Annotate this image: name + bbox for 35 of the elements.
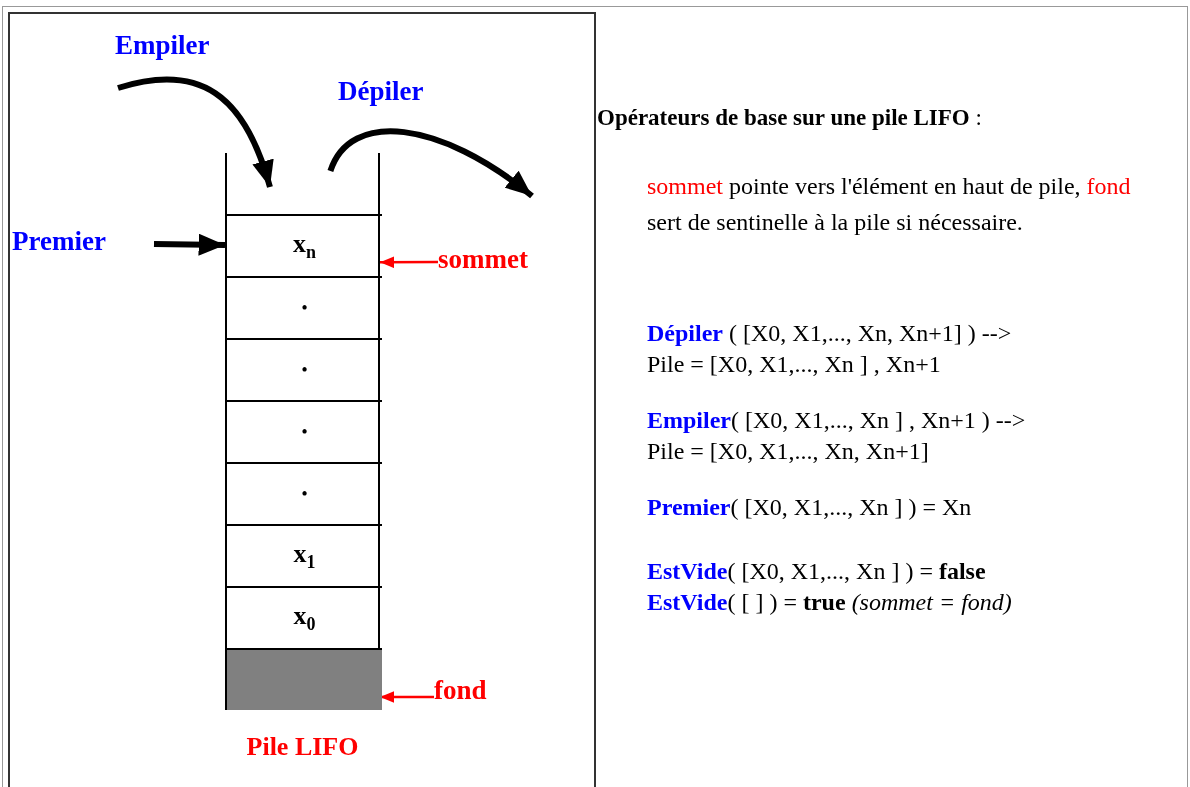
stack-caption: Pile LIFO <box>245 732 360 762</box>
text-line: pointe vers l'élément en haut de pile, <box>729 173 1081 199</box>
text-line: ( [X0, X1,..., Xn ] , Xn+1 ) --> <box>731 407 1026 433</box>
arrow <box>380 256 438 269</box>
stack-cell: • <box>227 462 382 524</box>
keyword: sommet <box>647 173 723 199</box>
text-line: ( [ ] ) = true (sommet = fond) <box>727 589 1012 615</box>
arrow <box>117 76 273 188</box>
keyword: fond <box>1086 173 1131 199</box>
text-line: ( [X0, X1,..., Xn, Xn+1] ) --> <box>729 320 1012 346</box>
pointer-label: sommet <box>438 244 574 280</box>
stack-cell: • <box>227 276 382 338</box>
pointer-label: fond <box>434 675 508 715</box>
edge-label: Dépiler <box>338 76 424 107</box>
arrow <box>327 128 534 199</box>
text-line: Pile = [X0, X1,..., Xn, Xn+1] <box>647 438 929 464</box>
operation-name: Dépiler <box>647 320 723 346</box>
text-line: Pile = [X0, X1,..., Xn ] , Xn+1 <box>647 351 941 377</box>
stack-cell: x$_{1}$ <box>227 524 382 586</box>
stack-cell: x$_{n}$ <box>227 214 382 276</box>
operation-name: Empiler <box>647 407 731 433</box>
stack-container <box>225 153 380 710</box>
stack-cell: • <box>227 400 382 462</box>
operation-name: EstVide <box>647 589 728 615</box>
arrow <box>153 233 226 256</box>
text-line: ( [X0, X1,..., Xn ] ) = false <box>727 558 986 584</box>
text-line: sert de sentinelle à la pile si nécessaire. <box>647 209 1023 235</box>
stack-cell: • <box>227 338 382 400</box>
operation-name: EstVide <box>647 558 728 584</box>
edge-label: Empiler <box>115 30 210 61</box>
operation-name: Premier <box>647 494 731 520</box>
heading: Opérateurs de base sur une pile LIFO : <box>597 105 982 130</box>
pointer-label: Premier <box>12 226 154 262</box>
text-line: ( [X0, X1,..., Xn ] ) = Xn <box>730 494 972 520</box>
bottom-cell <box>227 648 382 710</box>
